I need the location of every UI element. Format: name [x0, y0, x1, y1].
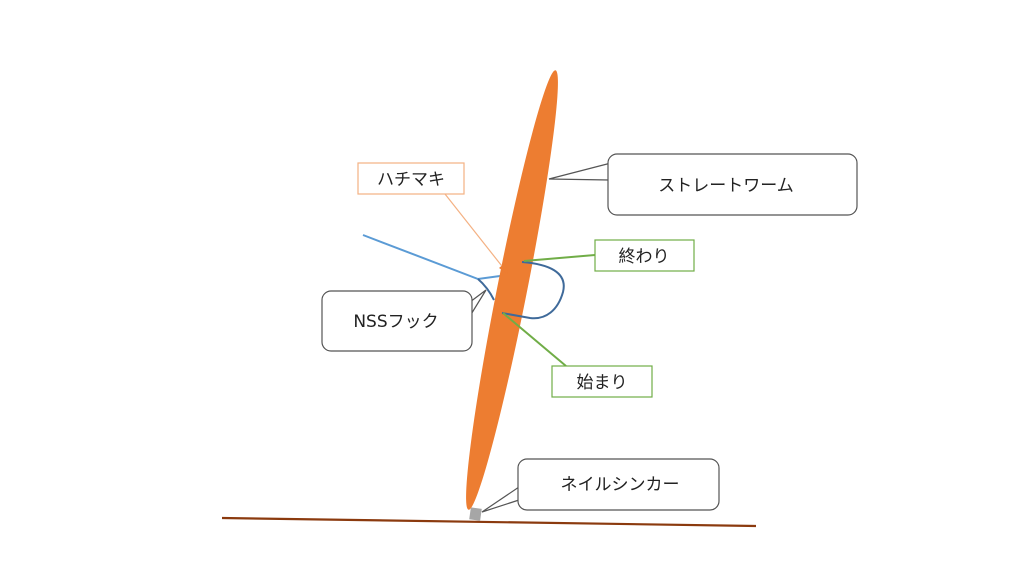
hachimaki-pointer [444, 193, 506, 271]
hajimari-pointer [502, 312, 567, 367]
nss-hook-shank [477, 278, 495, 301]
fishing-line [362, 234, 501, 281]
worm-callout-box [607, 153, 858, 216]
sinker-callout-pointer [481, 486, 520, 513]
hachimaki-box [357, 162, 465, 195]
owari-pointer [523, 254, 596, 262]
worm-callout-label: ストレートワーム [658, 176, 794, 196]
nss-callout-box [321, 290, 473, 352]
hajimari-box [551, 365, 653, 398]
nss-callout-pointer [469, 289, 487, 317]
sinker-callout-label: ネイルシンカー [561, 475, 680, 495]
sinker-callout-box [517, 458, 720, 511]
nss-callout-label: NSSフック [353, 312, 438, 332]
ground-line [221, 516, 757, 528]
nail-sinker [469, 507, 482, 521]
worm-callout-pointer [548, 162, 612, 181]
owari-label: 終わり [619, 247, 670, 267]
nss-hook [501, 261, 565, 320]
hachimaki-label: ハチマキ [377, 170, 445, 190]
straight-worm [466, 70, 558, 510]
hachimaki-arrowhead [499, 263, 508, 274]
hajimari-label: 始まり [577, 373, 628, 393]
owari-box [594, 239, 695, 272]
